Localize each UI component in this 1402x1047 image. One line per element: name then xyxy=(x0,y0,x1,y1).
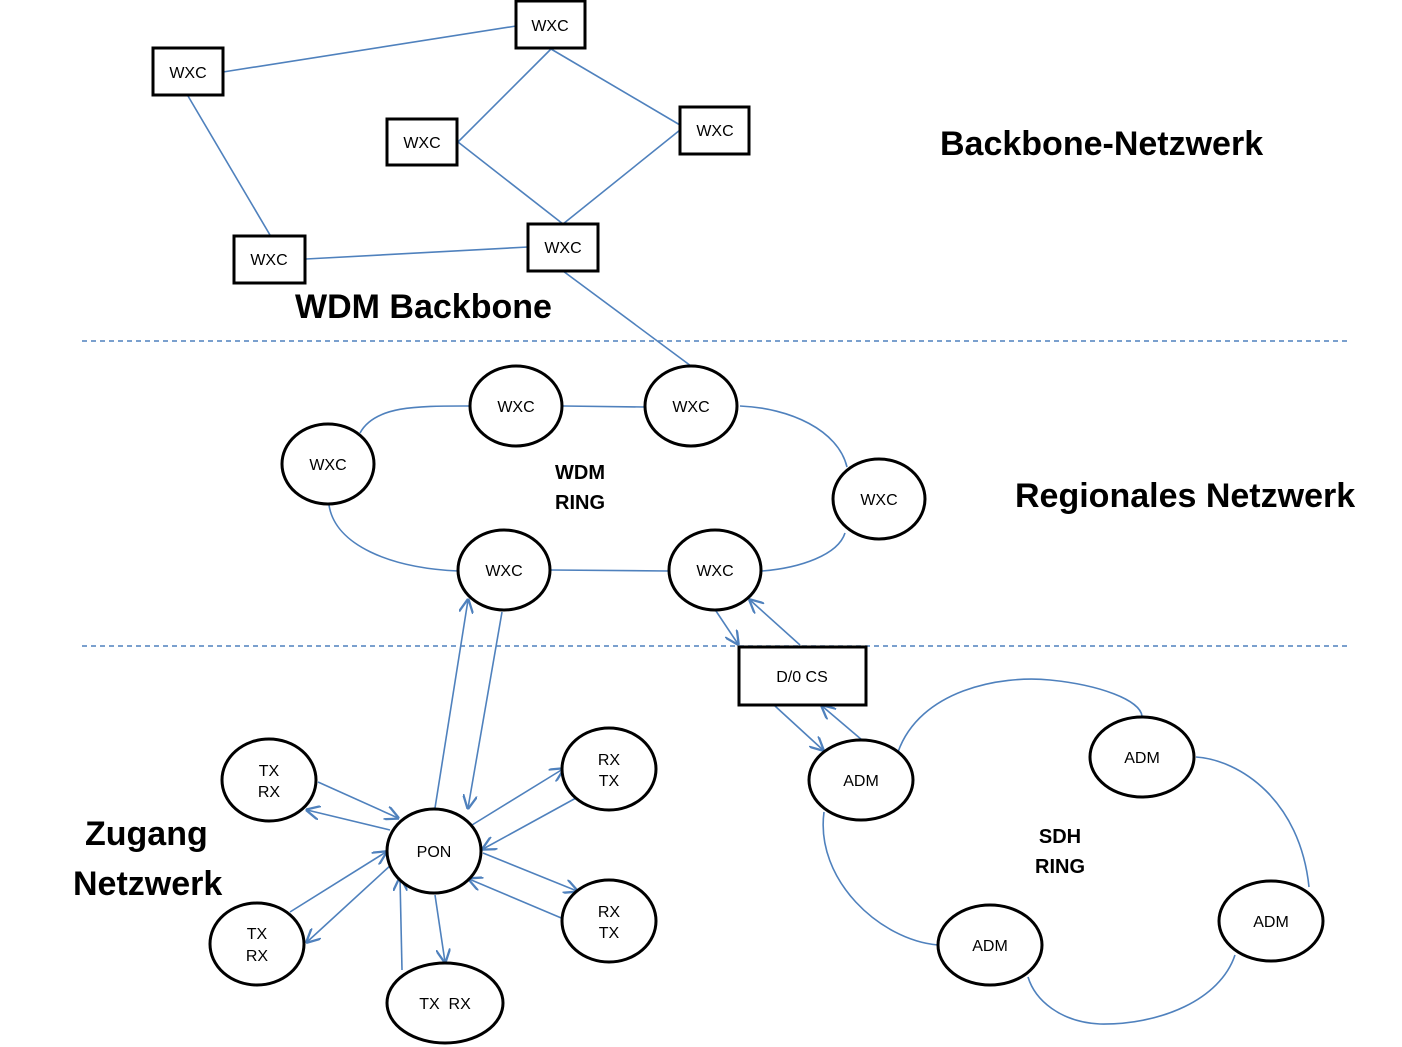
sdh-node: ADM xyxy=(936,903,1044,987)
svg-text:TX: TX xyxy=(599,925,620,942)
backbone-node: WXC xyxy=(514,0,587,50)
svg-text:TX: TX xyxy=(259,763,280,780)
svg-text:RX: RX xyxy=(246,948,269,965)
svg-text:WXC: WXC xyxy=(485,563,522,580)
sdh-ring-nodes: ADM ADM ADM ADM xyxy=(807,715,1325,987)
svg-text:TX RX: TX RX xyxy=(419,996,471,1013)
svg-text:WXC: WXC xyxy=(531,18,568,35)
svg-text:WXC: WXC xyxy=(672,399,709,416)
wdm-ring-node: WXC xyxy=(831,457,927,541)
svg-text:TX: TX xyxy=(247,926,268,943)
backbone-nodes: WXC WXC WXC WXC WXC WXC xyxy=(151,0,751,285)
backbone-to-ring-link xyxy=(562,270,692,367)
svg-text:TX: TX xyxy=(599,773,620,790)
svg-text:WXC: WXC xyxy=(696,123,733,140)
backbone-node: WXC xyxy=(678,105,751,156)
backbone-node: WXC xyxy=(151,46,225,97)
sdh-ring-links xyxy=(822,678,1310,1025)
wdm-ring-node: WXC xyxy=(468,364,564,448)
svg-text:RX: RX xyxy=(598,752,621,769)
svg-text:ADM: ADM xyxy=(1253,914,1289,931)
svg-text:WXC: WXC xyxy=(860,492,897,509)
terminal-node-bottom-left: TX RX xyxy=(208,901,306,987)
terminal-node-top-right: RX TX xyxy=(560,726,658,812)
svg-text:RX: RX xyxy=(598,904,621,921)
svg-text:RX: RX xyxy=(258,784,281,801)
sdh-node: ADM xyxy=(1217,879,1325,963)
svg-text:WXC: WXC xyxy=(309,457,346,474)
wdm-ring-node: WXC xyxy=(643,364,739,448)
svg-text:WXC: WXC xyxy=(250,252,287,269)
sdh-ring-label-line2: RING xyxy=(1035,856,1085,878)
svg-text:WXC: WXC xyxy=(169,65,206,82)
backbone-node: WXC xyxy=(526,222,600,273)
svg-text:WXC: WXC xyxy=(544,240,581,257)
gateway-arrows xyxy=(715,600,863,750)
wdm-ring-node: WXC xyxy=(280,422,376,506)
wdm-ring-nodes: WXC WXC WXC WXC WXC WXC xyxy=(280,364,927,612)
backbone-network-label: Backbone-Netzwerk xyxy=(940,125,1263,163)
wdm-ring-node: WXC xyxy=(456,528,552,612)
sdh-node: ADM xyxy=(807,738,915,822)
svg-text:PON: PON xyxy=(417,844,452,861)
gateway-node: D/0 CS xyxy=(737,645,868,707)
sdh-ring-label-line1: SDH xyxy=(1039,826,1081,848)
terminal-node-bottom-right: RX TX xyxy=(560,878,658,964)
access-network-label-line1: Zugang xyxy=(85,815,208,853)
access-network-label-line2: Netzwerk xyxy=(73,865,222,903)
terminal-node-top-left: TX RX xyxy=(220,737,318,823)
wdm-ring-links xyxy=(328,405,848,572)
svg-text:ADM: ADM xyxy=(972,938,1008,955)
svg-text:D/0 CS: D/0 CS xyxy=(776,669,828,686)
svg-text:ADM: ADM xyxy=(1124,750,1160,767)
svg-text:WXC: WXC xyxy=(403,135,440,152)
pon-network: PON TX RX TX RX TX RX RX TX RX TX xyxy=(208,726,658,1045)
terminal-node-bottom: TX RX xyxy=(385,961,505,1045)
pon-arrows xyxy=(289,600,577,971)
svg-text:WXC: WXC xyxy=(696,563,733,580)
backbone-node: WXC xyxy=(385,117,459,167)
wdm-ring-node: WXC xyxy=(667,528,763,612)
wdm-backbone-label: WDM Backbone xyxy=(295,288,552,326)
regional-network-label: Regionales Netzwerk xyxy=(1015,477,1355,515)
sdh-node: ADM xyxy=(1088,715,1196,799)
backbone-links xyxy=(187,25,692,367)
backbone-node: WXC xyxy=(232,234,307,285)
wdm-ring-label-line2: RING xyxy=(555,492,605,514)
svg-text:ADM: ADM xyxy=(843,773,879,790)
svg-text:WXC: WXC xyxy=(497,399,534,416)
pon-node: PON xyxy=(385,807,483,895)
wdm-ring-label-line1: WDM xyxy=(555,462,605,484)
